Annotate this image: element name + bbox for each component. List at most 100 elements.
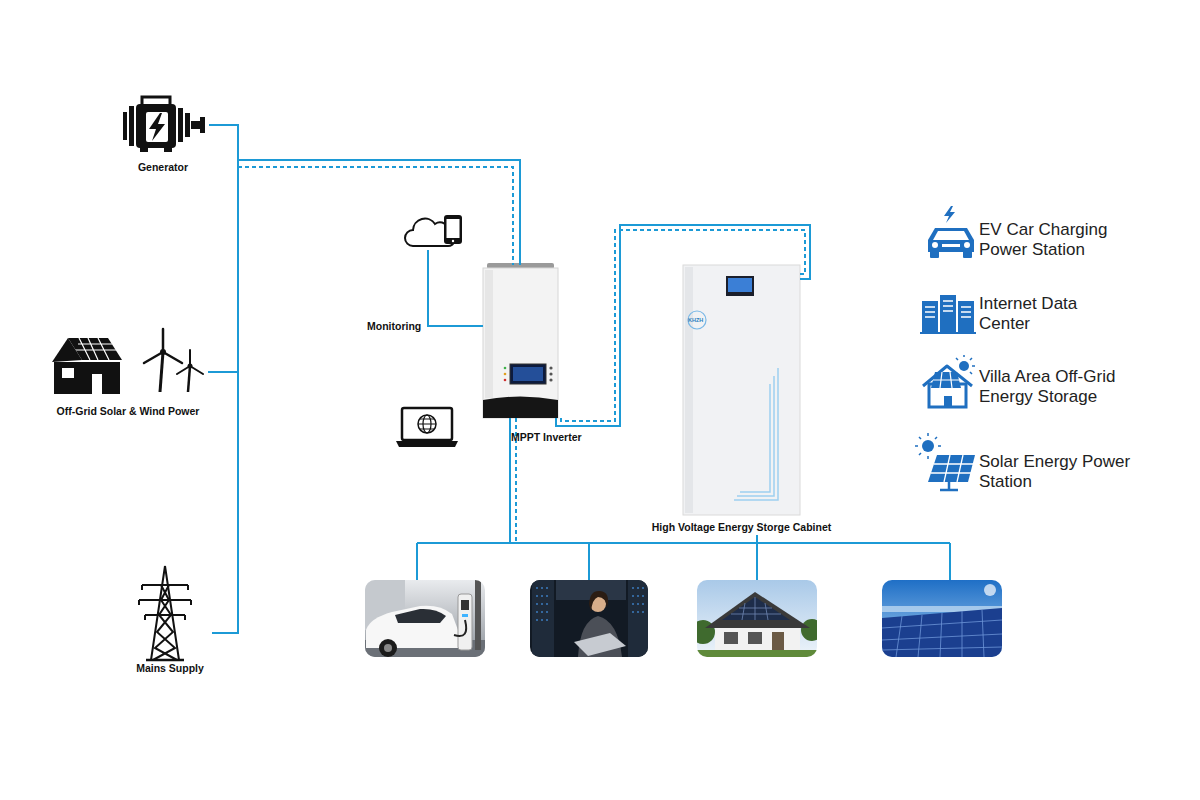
solar-wind-node: Off-Grid Solar & Wind Power: [48, 328, 208, 420]
application-item: Villa Area Off-Grid Energy Storage: [918, 356, 1158, 410]
storage-cabinet: [683, 265, 800, 515]
laptop-icon-part: [418, 415, 436, 433]
connector-dash: [561, 230, 805, 421]
load-bus-wire-part: [417, 542, 950, 544]
cabinet-node: High Voltage Energy Storge Cabinet: [683, 265, 800, 515]
ev-station-icon-part: [933, 231, 969, 240]
data-center-photo-part: [530, 580, 648, 657]
solar-wind-icon-part: [188, 364, 193, 369]
villa-storage-icon-part: [959, 361, 969, 371]
ev-charging-photo-part: [379, 639, 397, 657]
cloud-phone-icon: [405, 215, 462, 246]
cloud-phone-icon-part: [452, 240, 454, 242]
ev-charging-photo: [365, 580, 485, 657]
generator-icon-part: [178, 108, 183, 142]
generator-icon-part: [142, 97, 170, 104]
transmission-tower-icon-part: [139, 585, 191, 615]
brand-logo: KHZH: [688, 317, 703, 323]
power-connector: [208, 160, 520, 372]
transmission-tower-icon-part: [151, 566, 179, 660]
data-center-photo-part: [532, 580, 554, 657]
villa-photo-part: [697, 580, 817, 657]
application-item: Internet Data Center: [918, 292, 1158, 334]
application-label: Solar Energy Power Station: [979, 452, 1154, 492]
data-center-photo: [530, 580, 648, 657]
generator-node: Generator: [117, 95, 209, 175]
inverter-device-part: [504, 379, 507, 382]
villa-photo-part: [697, 650, 817, 657]
inverter-device-part: [485, 270, 493, 398]
inverter-node: MPPT Inverter: [483, 265, 558, 418]
solar-station-icon-part: [928, 455, 975, 482]
storage-cabinet-part: [685, 267, 693, 513]
application-item: EV Car Charging Power Station: [918, 205, 1158, 260]
inverter-device-part: [513, 367, 543, 381]
villa-photo-part: [724, 632, 738, 644]
villa-storage-icon-part: [956, 355, 975, 374]
application-label: Internet Data Center: [979, 294, 1109, 334]
inverter-device-part: [483, 397, 558, 419]
villa-photo-part: [722, 597, 790, 620]
villa-storage-icon-part: [931, 372, 961, 388]
storage-cabinet-part: [737, 376, 774, 496]
inverter-device-part: [483, 268, 558, 418]
storage-cabinet-part: [688, 311, 706, 329]
storage-cabinet-part: [728, 278, 752, 292]
generator-icon-part: [149, 113, 165, 141]
load-bus-wire-part: [509, 418, 511, 543]
generator-icon-part: [140, 148, 148, 152]
laptop-icon-part: [418, 419, 436, 429]
generator-icon-part: [136, 104, 176, 148]
solar-wind-icon-part: [177, 350, 203, 374]
load-bus-wire: [417, 418, 950, 580]
data-center-photo-part: [589, 591, 608, 612]
solar-wind-icon-part: [62, 368, 74, 378]
transmission-tower-icon-part: [139, 585, 191, 620]
generator-icon-part: [185, 113, 190, 137]
storage-cabinet-part: [683, 265, 800, 515]
solar-wind-icon-part: [160, 349, 166, 355]
solar-station-icon-part: [931, 455, 973, 482]
villa-photo-part: [772, 632, 784, 652]
component-label: MPPT Inverter: [511, 431, 601, 443]
laptop-icon: [396, 408, 458, 447]
component-label: High Voltage Energy Storge Cabinet: [631, 521, 852, 533]
generator-icon-part: [129, 106, 134, 146]
laptop-icon-part: [402, 408, 452, 440]
generator-icon: [123, 97, 205, 152]
storage-cabinet-part: [734, 368, 778, 500]
ev-charging-photo-part: [384, 644, 392, 652]
inverter-device-part: [549, 366, 552, 369]
power-connector: [212, 160, 520, 633]
solar-station-icon-part: [940, 482, 958, 490]
monitoring-node: Monitoring: [402, 212, 468, 250]
solar-farm-photo: [882, 580, 1002, 657]
solar-farm-photo-part: [882, 608, 1002, 657]
laptop-icon-part: [396, 441, 458, 447]
inverter-device-part: [510, 364, 546, 384]
ev-station-icon-part: [964, 242, 970, 248]
generator-icon-part: [191, 121, 201, 129]
data-center-icon-part: [925, 301, 971, 317]
data-center-photo-part: [628, 580, 648, 657]
ev-station-icon-part: [942, 244, 960, 247]
solar-wind-icon-part: [52, 338, 82, 362]
inverter-device-part: [504, 367, 507, 370]
ev-station-icon-part: [944, 206, 955, 223]
generator-icon-part: [123, 112, 127, 140]
inverter-device: [483, 263, 558, 418]
villa-storage-icon: [923, 355, 975, 407]
solar-wind-icon-part: [54, 362, 120, 394]
connector-dash: [238, 167, 513, 265]
ev-station-icon-part: [963, 251, 972, 258]
application-label: Villa Area Off-Grid Energy Storage: [979, 367, 1144, 407]
solar-farm-photo-part: [882, 610, 1002, 657]
cloud-phone-icon-part: [444, 215, 462, 244]
solar-wind-icon: [52, 329, 203, 394]
data-center-icon: [920, 295, 976, 334]
mains-node: Mains Supply: [128, 562, 212, 674]
solar-station-icon-part: [922, 440, 934, 452]
